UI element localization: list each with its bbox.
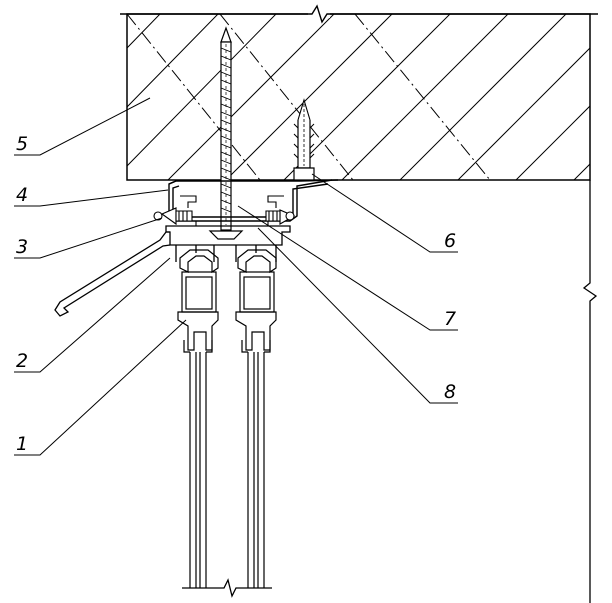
- right-sash-frame: [235, 249, 277, 588]
- callout-6: 6: [444, 230, 456, 252]
- callout-3: 3: [16, 236, 28, 258]
- dowel-anchor: [293, 98, 315, 181]
- mounting-plate: [168, 179, 339, 222]
- wall-break-line: [582, 180, 598, 603]
- callout-5: 5: [16, 133, 28, 155]
- bottom-break-line: [182, 578, 272, 598]
- anchor-screw: [208, 26, 244, 240]
- concrete-lintel: [120, 4, 598, 181]
- callout-8: 8: [444, 381, 456, 403]
- leader-lines: [14, 97, 458, 456]
- side-screw-left: [153, 195, 197, 227]
- callout-4: 4: [16, 184, 28, 206]
- callout-1: 1: [16, 433, 28, 455]
- left-sash-frame: [177, 249, 219, 588]
- callout-labels: 1 2 3 4 5 6 7 8: [16, 133, 456, 455]
- top-guide-rail: [54, 225, 291, 317]
- callout-7: 7: [444, 308, 456, 330]
- callout-2: 2: [16, 350, 28, 372]
